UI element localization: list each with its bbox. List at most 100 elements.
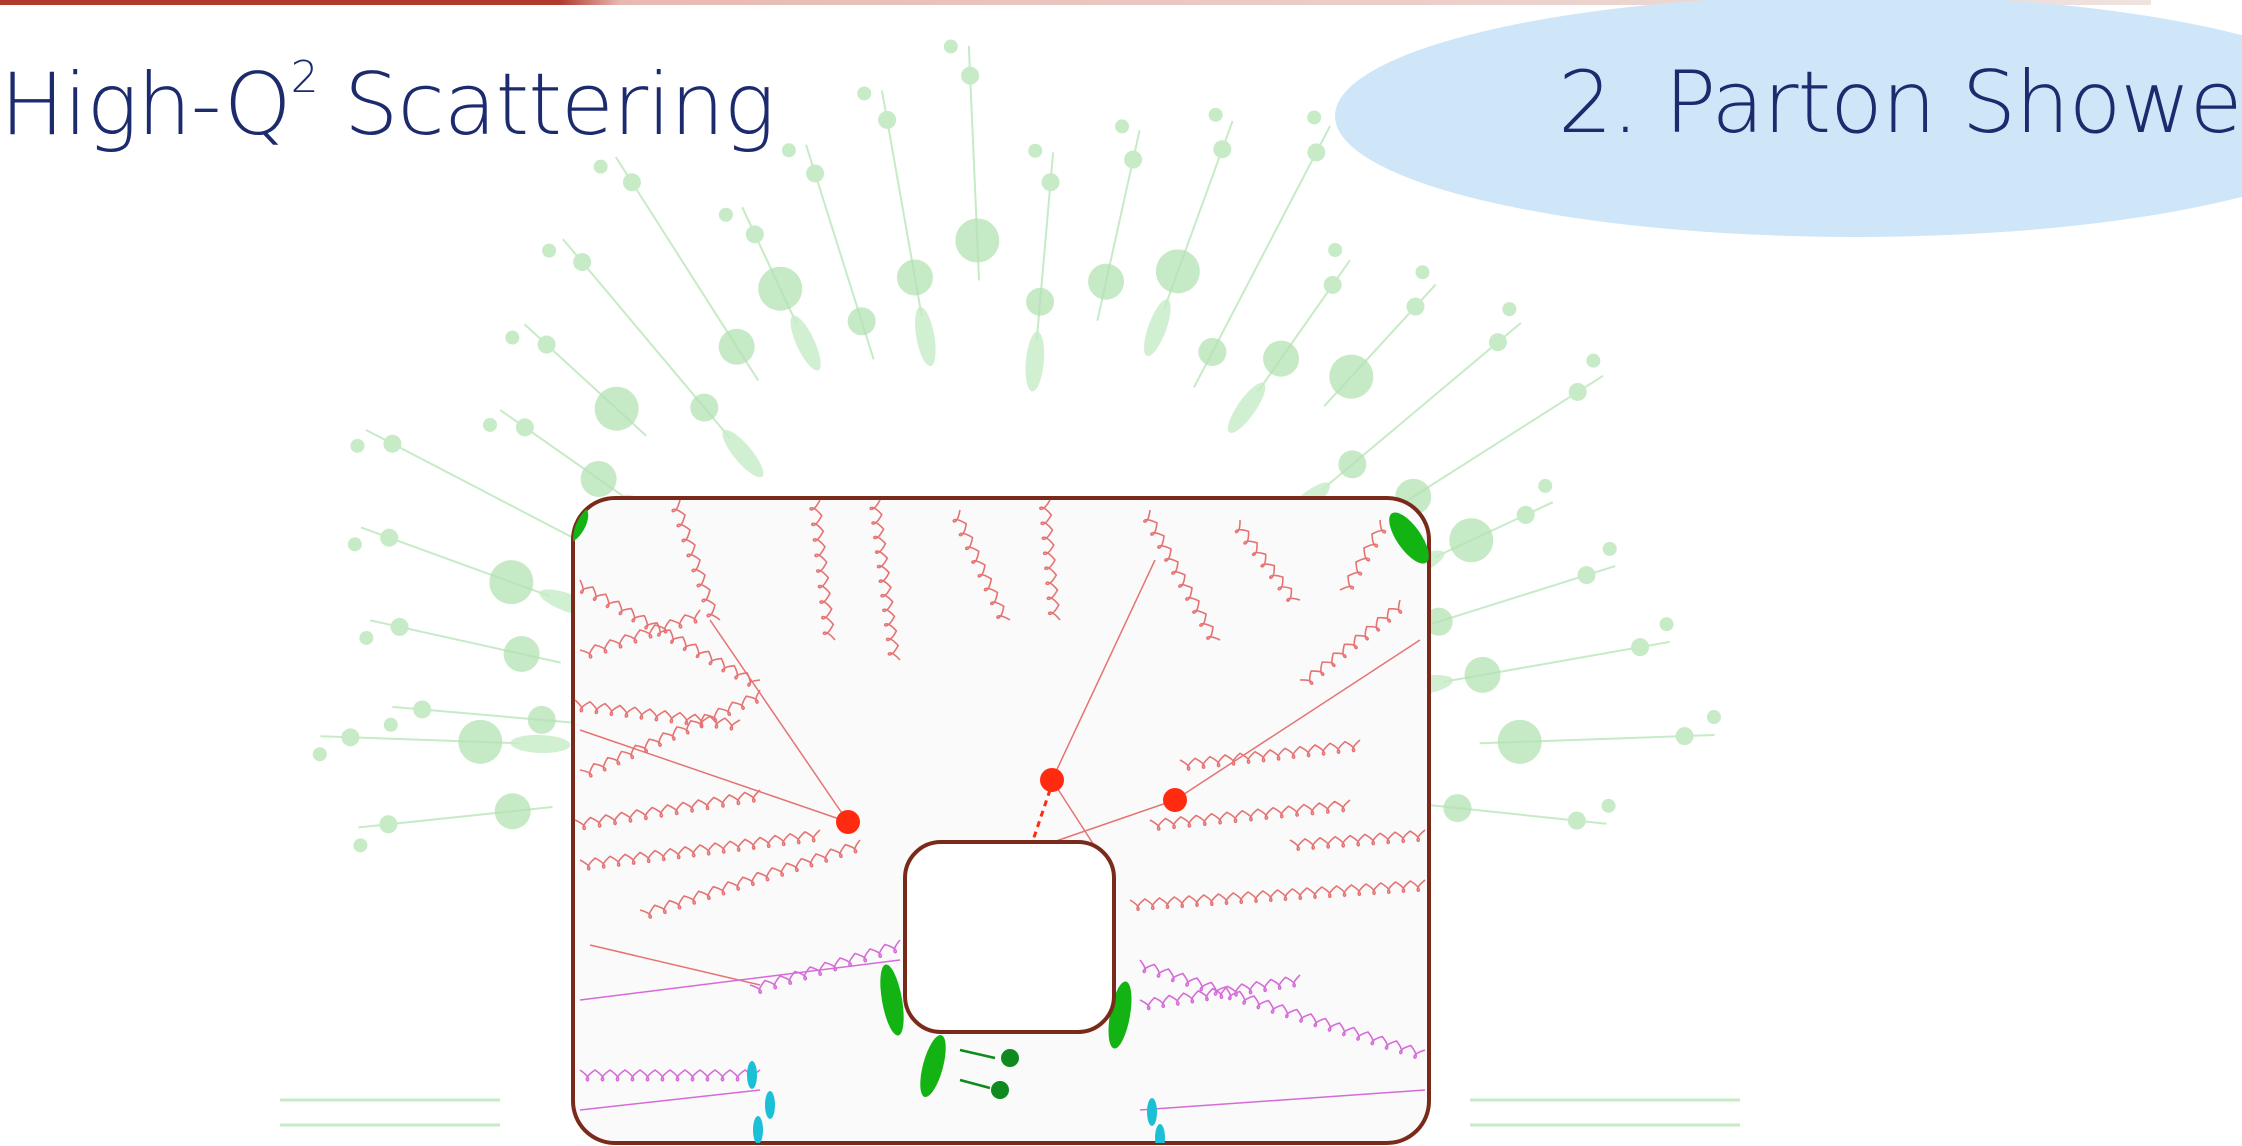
faded-hadron-blob	[718, 207, 733, 222]
faded-cluster	[510, 734, 571, 754]
faded-cluster	[1025, 331, 1045, 392]
faded-hadron-blob	[1538, 478, 1553, 493]
faded-hadron-blob	[943, 39, 958, 54]
faded-hadron-blob	[1675, 727, 1694, 746]
gluon-line-icon	[579, 1069, 761, 1082]
quark-line	[579, 729, 849, 823]
faded-hadron-blob	[1586, 353, 1601, 368]
quark-line	[579, 1089, 761, 1111]
gluon-line-icon	[1179, 739, 1361, 771]
faded-hadron-blob	[380, 528, 399, 547]
quark-line	[579, 959, 901, 1001]
quark-line	[709, 619, 849, 823]
faded-cluster	[722, 429, 764, 478]
faded-hadron-blob	[505, 330, 520, 345]
faded-hadron-blob	[503, 635, 540, 672]
faded-hadron-blob	[1155, 249, 1200, 294]
gluon-line-icon	[579, 689, 761, 778]
faded-hadron-blob	[594, 386, 639, 431]
faded-hadron-blob	[1516, 505, 1535, 524]
faded-hadron-blob	[690, 393, 719, 422]
gluon-line-icon	[1234, 519, 1301, 602]
faded-hadron-blob	[593, 159, 608, 174]
quark-line	[1139, 1089, 1426, 1111]
slide-title-right: 2. Parton Showe	[1558, 53, 2242, 153]
event-diagram	[280, 0, 2242, 1145]
gluon-line-icon	[809, 499, 836, 641]
faded-hadron-blob	[537, 335, 556, 354]
title-prefix: High-Q	[0, 55, 292, 155]
cyan-particle	[1147, 1098, 1157, 1126]
faded-hadron-blob	[1263, 340, 1300, 377]
parton-vertex-icon	[836, 810, 860, 834]
faded-hadron-blob	[413, 700, 432, 719]
faded-hadron-blob	[1488, 333, 1507, 352]
gluon-line-icon	[952, 509, 1011, 621]
faded-hadron-blob	[1041, 173, 1060, 192]
faded-hadron-blob	[847, 307, 876, 336]
faded-hadron-blob	[1424, 607, 1453, 636]
quark-line	[1174, 639, 1421, 801]
faded-hadron-blob	[1568, 382, 1587, 401]
hard-process-box	[903, 840, 1116, 1034]
faded-hadron-blob	[745, 225, 764, 244]
faded-hadron-blob	[482, 417, 497, 432]
faded-hadron-blob	[573, 253, 592, 272]
cyan-particle	[747, 1061, 757, 1089]
faded-hadron-blob	[1406, 297, 1425, 316]
faded-hadron-blob	[1502, 302, 1517, 317]
quark-line	[589, 944, 761, 986]
faded-hadron-blob	[312, 747, 327, 762]
faded-hadron-blob	[1307, 110, 1322, 125]
cyan-particle	[753, 1116, 763, 1143]
faded-hadron-blob	[1329, 354, 1374, 399]
faded-hadron-blob	[1443, 794, 1472, 823]
cyan-particle	[765, 1091, 775, 1119]
parton-vertex-icon	[1040, 768, 1064, 792]
faded-hadron-blob	[622, 173, 641, 192]
hadron-blob-icon	[991, 1081, 1009, 1099]
faded-hadron-blob	[1601, 798, 1616, 813]
faded-hadron-blob	[1328, 242, 1343, 257]
gluon-line-icon	[1149, 799, 1351, 831]
title-superscript: 2	[290, 52, 319, 103]
faded-cluster	[1144, 299, 1171, 357]
hadron-blob-icon	[1389, 512, 1429, 564]
faded-hadron-blob	[347, 537, 362, 552]
faded-hadron-blob	[1115, 119, 1130, 134]
top-rule	[0, 0, 2151, 5]
faded-hadron-blob	[580, 460, 617, 497]
gluon-line-icon	[1139, 974, 1301, 1011]
gluon-line-icon	[1339, 519, 1387, 591]
faded-hadron-blob	[1602, 541, 1617, 556]
faded-hadron-blob	[955, 218, 1000, 263]
hadron-track	[959, 1048, 996, 1060]
faded-hadron-blob	[758, 266, 803, 311]
faded-hadron-blob	[1706, 710, 1721, 725]
gluon-line-icon	[574, 789, 761, 831]
faded-hadron-blob	[515, 418, 534, 437]
faded-hadron-blob	[379, 815, 398, 834]
hadron-blob-icon	[920, 1034, 946, 1098]
faded-hadron-blob	[806, 164, 825, 183]
faded-hadron-blob	[1449, 518, 1494, 563]
callout-ellipse	[1335, 0, 2242, 237]
faded-cluster	[790, 315, 821, 371]
gluon-line-icon	[579, 609, 701, 659]
gluon-line-icon	[671, 499, 721, 621]
faded-hadron-blob	[1124, 150, 1143, 169]
gluon-line-icon	[579, 829, 821, 871]
title-suffix: Scattering	[317, 55, 775, 155]
faded-hadron-blob	[383, 434, 402, 453]
gluon-line-icon	[1129, 879, 1426, 911]
parton-shower-detail	[573, 499, 1429, 1143]
faded-hadron-blob	[1198, 337, 1227, 366]
faded-hadron-blob	[1464, 656, 1501, 693]
faded-hadron-blob	[1208, 107, 1223, 122]
gluon-line-icon	[1143, 509, 1221, 641]
faded-hadron-blob	[896, 259, 933, 296]
gluon-line-icon	[869, 499, 901, 661]
faded-hadron-blob	[527, 705, 556, 734]
faded-hadron-blob	[489, 560, 534, 605]
